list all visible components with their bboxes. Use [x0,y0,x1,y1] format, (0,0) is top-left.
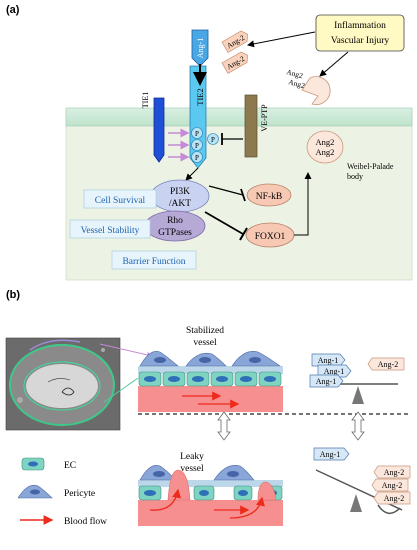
leaky-label-2: vessel [180,464,204,474]
pi3k-inhibit-foxo1 [204,211,244,235]
legend-ec [21,457,45,471]
stabilized-lumen [138,386,283,412]
balance-top-ang1: Ang-1 Ang-1 Ang-1 [309,353,352,388]
veptp-label: VE-PTP [260,104,269,132]
balance-bottom-ang1: Ang-1 [313,447,350,461]
rho-label: Rho [167,216,183,226]
ang2-tag-top: Ang-2 [221,30,248,53]
foxo1-to-wpb [294,172,312,236]
inflammation-text: Inflammation [334,20,386,31]
svg-text:Ang2: Ang2 [287,77,306,90]
tie1-label: TIE1 [141,92,150,108]
gtpases-label: GTPases [158,228,192,238]
barrier-function-label: Barrier Function [122,257,185,267]
leaky-lumen [138,500,283,526]
stabilized-basement [138,366,283,374]
em-micrograph [5,337,121,431]
leaky-flow-3 [229,496,265,519]
svg-text:Ang-1: Ang-1 [320,450,340,459]
phospho-2-label: P [195,142,199,150]
svg-text:Ang-1: Ang-1 [316,377,336,386]
barrier-function-box [111,250,197,270]
panel-a-label: (a) [6,4,20,16]
wpb-label-1: Weibel-Palade [347,162,394,171]
leaky-pericytes [139,465,255,481]
weibel-palade-body [306,130,344,164]
vascular-injury-text: Vascular Injury [331,36,390,46]
tie1-receptor [153,97,165,163]
legend-pericyte [17,484,53,499]
legend-flow-label: Blood flow [64,516,107,527]
svg-text:Ang2: Ang2 [285,67,304,80]
em-ec-pointer [103,377,139,403]
nfkb-label: NF-kB [256,192,282,202]
leaky-basement [138,480,283,487]
legend-ec-label: EC [64,461,76,471]
free-ang2-tag-2: Ang2 [287,77,306,90]
cell-survival-label: Cell Survival [95,196,146,206]
stabilized-pericytes [139,351,281,367]
phospho-1 [191,127,203,139]
free-ang2-tag-1: Ang2 [285,67,304,80]
em-pericyte-pointer [99,343,153,358]
svg-text:Ang-2: Ang-2 [384,494,404,503]
phospho-4 [207,133,219,145]
svg-text:Ang-1: Ang-1 [324,367,344,376]
balance-top-ang2: Ang-2 [367,357,405,371]
phospho-4-label: P [211,136,215,144]
leaky-label-1: Leaky [180,452,204,462]
pi3k-inhibit-nfkb-bar [240,188,246,202]
stabilized-label-2: vessel [193,338,217,348]
arrow-to-receptor [247,31,316,48]
leaky-flow-1 [149,488,182,511]
foxo1-label: FOXO1 [255,232,286,242]
pi3k-inhibit-foxo1-bar [239,227,248,241]
ang1-flag [191,29,209,67]
nfkb [246,183,292,207]
veptp-receptor [244,94,258,158]
phospho-2 [191,139,203,151]
pi3k-label: PI3K [170,187,190,197]
tie2-to-pi3k [185,167,199,181]
akt-label: /AKT [169,199,191,209]
vessel-stability-label: Vessel Stability [81,226,140,236]
transition-arrow-right [351,411,365,441]
svg-text:Ang-2: Ang-2 [382,481,402,490]
ang1-label: Ang-1 [196,38,205,58]
phospho-3-label: P [195,154,199,162]
vessel-stability-box [69,219,151,239]
tie2-label: TIE2 [195,88,205,105]
inflammation-box [315,14,405,52]
balance-bottom-ang2: Ang-2 Ang-2 Ang-2 [371,465,411,505]
stabilized-label-1: Stabilized [186,326,224,336]
phospho-1-label: P [195,130,199,138]
cell-membrane [65,107,413,127]
legend-pericyte-label: Pericyte [64,489,95,499]
transition-arrow-left [217,411,231,441]
cell-survival-box [83,189,157,209]
wpb-ang2-2: Ang2 [316,147,335,157]
pi3k-inhibit-nfkb [208,185,244,196]
svg-text:Ang-2: Ang-2 [384,468,404,477]
ang2-tag-bottom: Ang-2 [221,51,248,74]
panel-b-label: (b) [6,289,20,301]
balance-bottom-hook [377,504,401,514]
stabilized-ec-row [138,371,282,387]
svg-text:Ang-2: Ang-2 [378,360,398,369]
arrow-to-free-ang2 [319,51,349,77]
phospho-3 [191,151,203,163]
wpb-ang2-1: Ang2 [316,137,335,147]
wpb-label-2: body [347,172,363,181]
svg-text:Ang-1: Ang-1 [318,356,338,365]
free-ang2-vesicle [301,76,331,105]
